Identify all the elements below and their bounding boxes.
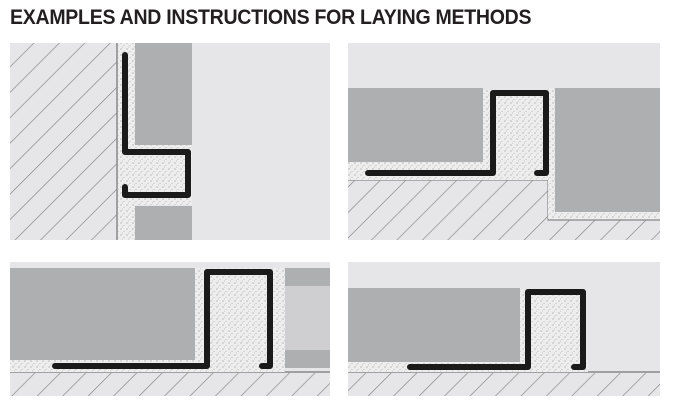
tile-wall-middle — [285, 286, 330, 350]
tile-floor — [348, 288, 520, 362]
diagram-floor-to-wall — [10, 262, 330, 396]
page-title: EXAMPLES AND INSTRUCTIONS FOR LAYING MET… — [10, 6, 532, 29]
tile-floor — [10, 268, 195, 360]
floor-substrate — [348, 180, 660, 240]
diagram-wall-corner — [10, 43, 330, 240]
wall-substrate — [10, 43, 117, 240]
tile-left — [348, 88, 483, 162]
tile-right — [555, 88, 660, 212]
tile-profile — [122, 52, 191, 198]
tile-wall-lower — [285, 350, 330, 368]
tile-wall-upper — [285, 268, 330, 286]
floor-substrate — [10, 373, 330, 396]
floor-substrate — [348, 373, 660, 396]
tile-profile — [365, 90, 549, 176]
tile-upper — [135, 43, 192, 145]
diagram-floor-step — [348, 43, 660, 240]
tile-profile — [52, 269, 273, 369]
tile-profile — [407, 289, 586, 370]
diagram-floor-edge — [348, 262, 660, 396]
tile-lower — [135, 206, 192, 240]
